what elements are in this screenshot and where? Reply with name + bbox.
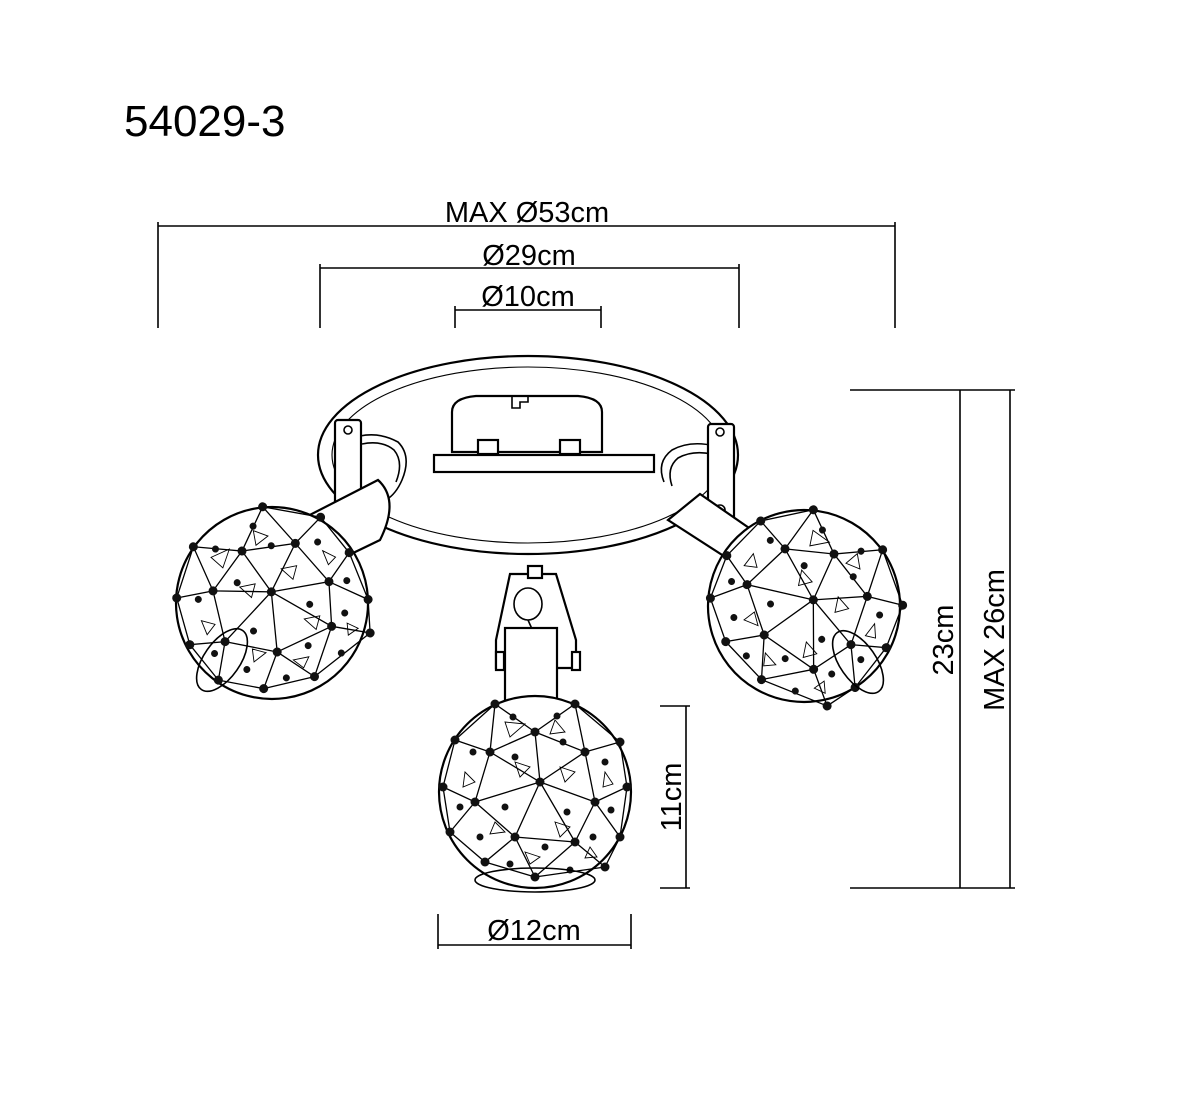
dimension-max-diameter: MAX Ø53cm [157, 197, 896, 328]
cross-bar [432, 453, 656, 474]
center-arm [494, 564, 582, 716]
dimension-base-plate-diameter: Ø29cm [319, 240, 740, 328]
max-height-label: MAX 26cm [979, 569, 1011, 711]
height-label: 23cm [928, 605, 960, 676]
dimension-shade-height: 11cm [656, 705, 690, 889]
model-number: 54029-3 [124, 97, 285, 146]
max-diameter-label: MAX Ø53cm [445, 197, 609, 229]
lamp-illustration [139, 354, 937, 893]
shade-diameter-label: Ø12cm [487, 915, 580, 947]
dimension-height: 23cm [850, 389, 965, 889]
shade-height-label: 11cm [656, 763, 688, 832]
dimension-shade-diameter: Ø12cm [437, 914, 632, 949]
dimension-canopy-diameter: Ø10cm [454, 281, 602, 328]
center-shade [437, 694, 633, 890]
canopy-diameter-label: Ø10cm [481, 281, 574, 313]
canopy [450, 394, 604, 456]
dimension-max-height: MAX 26cm [965, 389, 1015, 889]
base-plate-diameter-label: Ø29cm [482, 240, 575, 272]
